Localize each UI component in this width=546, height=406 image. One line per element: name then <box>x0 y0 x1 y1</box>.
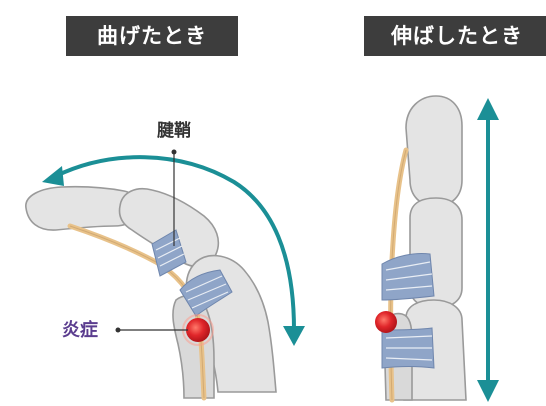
tendon-sheath-upper-straight <box>382 253 434 300</box>
tendon-sheath-leader-dot <box>172 150 177 155</box>
inflammation-marker-straight <box>375 311 397 333</box>
bend-arrowhead-start <box>42 166 64 186</box>
straight-finger-illustration <box>375 96 499 402</box>
extension-arrowhead-bottom <box>477 380 499 402</box>
tendon-sheath-lower-straight <box>382 328 434 368</box>
inflammation-label: 炎症 <box>62 319 98 341</box>
bend-arrowhead-end <box>283 326 305 346</box>
inflammation-leader-dot <box>116 328 121 333</box>
inflammation-marker-bent <box>186 318 210 342</box>
bent-finger-illustration: 腱鞘 炎症 <box>26 120 305 398</box>
tendon-sheath-label: 腱鞘 <box>157 120 191 141</box>
distal-phalanx-straight <box>406 96 462 206</box>
extension-arrowhead-top <box>477 98 499 120</box>
